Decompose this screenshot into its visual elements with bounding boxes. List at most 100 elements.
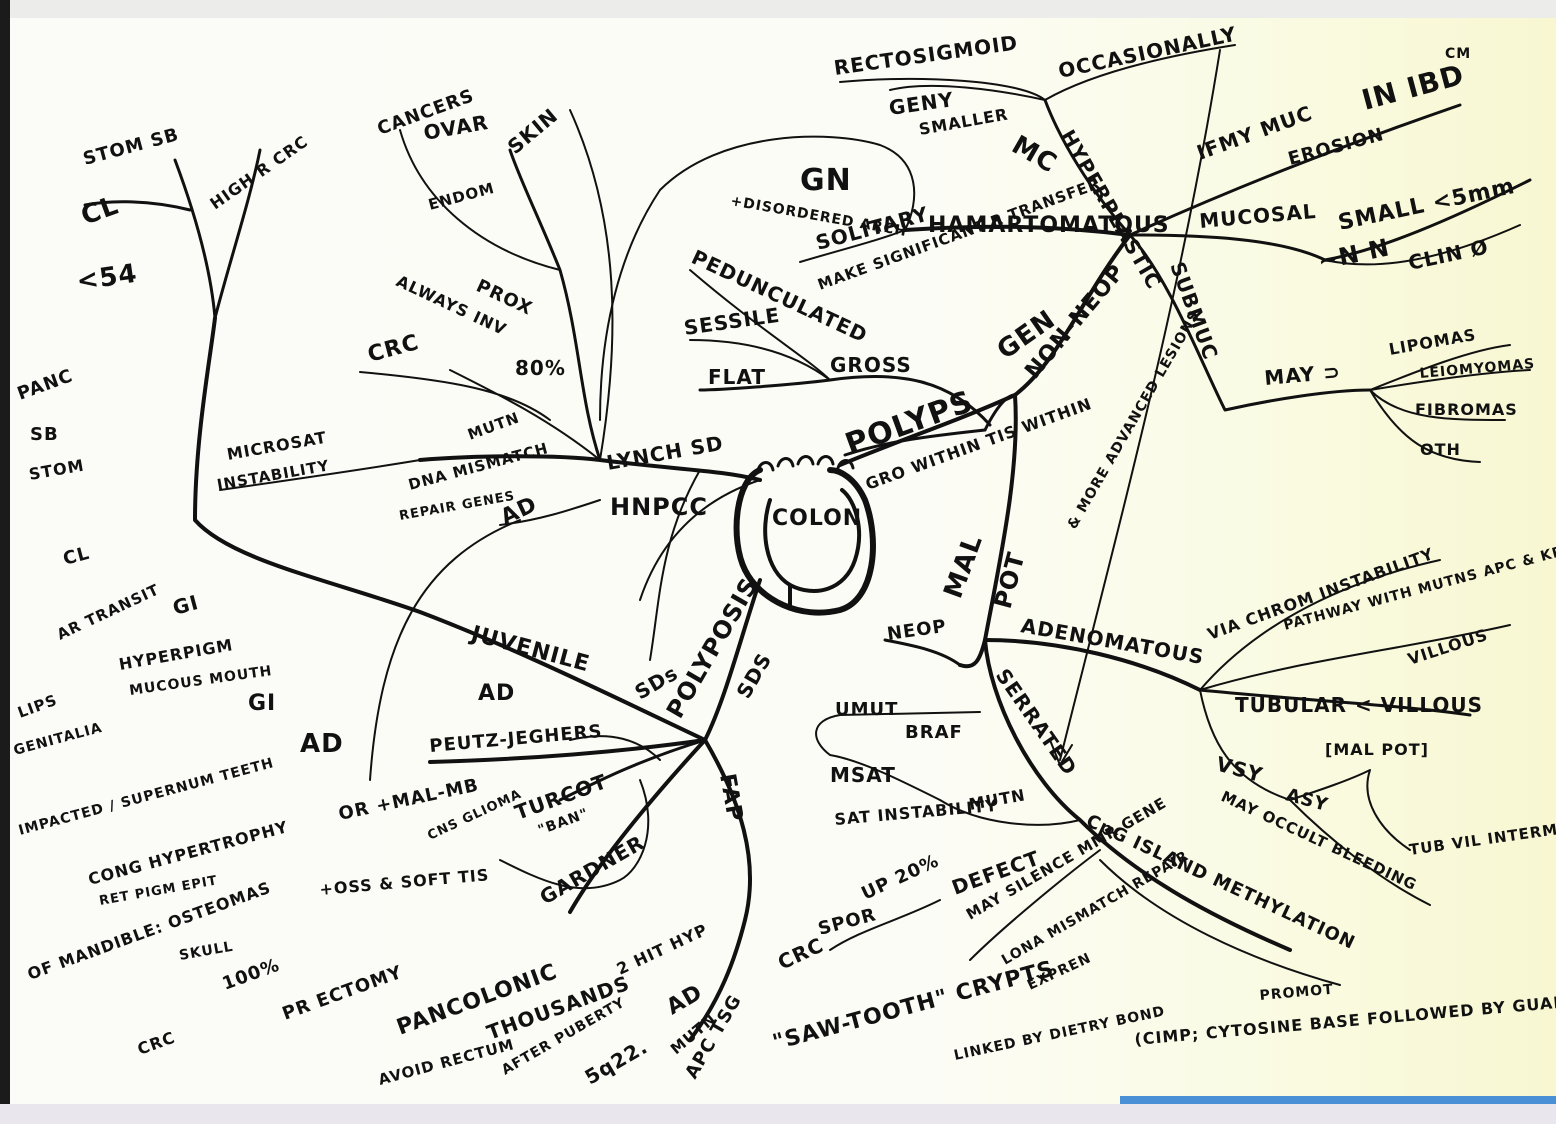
peutz-lips: LIPS [15, 691, 60, 722]
branch-lines [83, 44, 1532, 1042]
nn-label: ~N N [1315, 233, 1392, 275]
lynch-lt45: <54 [75, 259, 140, 297]
tub-vil-label: TUB VIL INTERM [1408, 820, 1556, 859]
tubular-label: TUBULAR < VILLOUS [1235, 693, 1483, 717]
occasionally-label: OCCASIONALLY [1056, 22, 1239, 83]
branch-juvenile-top [83, 148, 262, 320]
mc-label: MC [1007, 130, 1063, 179]
branch-neop [883, 638, 962, 667]
juvenile-cl: CL [61, 543, 92, 570]
up-20-label: UP 20% [858, 850, 942, 904]
peutz-ad: AD [300, 729, 344, 759]
juvenile-stom: STOM [27, 456, 85, 484]
juvenile-label: JUVENILE [467, 621, 593, 677]
lynch-crc: CRC [365, 330, 422, 368]
submuc-item-3: OTH [1420, 440, 1461, 459]
arrow-advanced [1059, 49, 1221, 761]
advanced-label: & MORE ADVANCED LESIONS [1065, 308, 1204, 532]
branch-lynch-skin [569, 109, 614, 461]
branch-tubular [1198, 688, 1472, 717]
lynch-endom: ENDOM [426, 179, 496, 214]
spor-label: SPOR [816, 904, 879, 940]
erosion-label: EROSION [1286, 124, 1387, 170]
arrow-spor [829, 899, 941, 951]
submuc-item-2: FIBROMAS [1415, 400, 1518, 419]
fap-label: FAP [714, 772, 747, 824]
branch-submuc-items [1369, 344, 1531, 463]
hnpcc-label: HNPCC [610, 493, 708, 521]
gross-type-flat: FLAT [708, 365, 766, 389]
braf-label: BRAF [905, 722, 963, 743]
cm-label: CM [1445, 46, 1471, 62]
vsy-label: VSY [1214, 752, 1266, 787]
paper-edge-top [0, 0, 1556, 18]
branch-ifmy [1128, 103, 1462, 237]
paper-edge-bottom [0, 1104, 1556, 1124]
paper-edge-blue [1120, 1096, 1556, 1104]
turcot-skull: SKULL [178, 939, 235, 964]
cimp-label: (CIMP; CYTOSINE BASE FOLLOWED BY GUANINE [1134, 989, 1556, 1049]
lynch-80: 80% [515, 356, 566, 380]
juvenile-gi: GI [170, 590, 201, 620]
turcot-impacted: IMPACTED / SUPERNUM TEETH [17, 755, 276, 839]
lynch-skin: SKIN [503, 103, 563, 159]
submuc-item-1: LEIOMYOMAS [1419, 356, 1536, 382]
branch-microsat [219, 459, 421, 491]
clin-label: CLIN Ø [1406, 234, 1491, 274]
mucosal-label: MUCOSAL [1198, 199, 1317, 233]
lynch-cl: CL [77, 191, 123, 232]
peutz-label: PEUTZ-JEGHERS [429, 721, 604, 757]
branch-defect [969, 849, 1101, 961]
hamartomatous-label: HAMARTOMATOUS [928, 213, 1170, 238]
promot-label: PROMOT [1259, 982, 1334, 1004]
branch-cancers [399, 129, 561, 271]
branch-hamartomatous [903, 224, 1132, 237]
colon-inner [763, 488, 861, 593]
paper-edge-left [0, 0, 10, 1124]
juvenile-sb: SB [30, 424, 59, 445]
juvenile-panc: PANC [15, 365, 76, 404]
turcot-oss-soft: +OSS & SOFT TIS [319, 865, 490, 899]
juvenile-ad: AD [478, 681, 515, 706]
fap-two-hit: 2 HIT HYP [614, 920, 711, 979]
branch-malpot [1289, 769, 1411, 851]
submuc-may: MAY ⊃ [1263, 359, 1341, 390]
lynch-mutn: MUTN [465, 408, 522, 443]
branch-peutz [428, 738, 707, 764]
serrated-label: SERRATED [991, 664, 1082, 780]
branch-braf [815, 711, 981, 801]
branch-polyposis-misc [499, 735, 661, 890]
turcot-pr-ectomy: PR ECTOMY [280, 962, 406, 1025]
branch-juvenile-link [639, 479, 761, 601]
branch-sessile [689, 339, 831, 381]
fap-ad: AD [663, 980, 708, 1020]
rectosigmoid-label: RECTOSIGMOID [832, 30, 1019, 80]
gross-type-sessile: SESSILE [682, 303, 781, 340]
branch-turcot [558, 738, 707, 802]
juvenile-ar-transit: AR TRANSIT [54, 580, 162, 643]
branch-occasionally [1044, 44, 1236, 101]
adenomatous-label: ADENOMATOUS [1019, 613, 1206, 669]
colon-outer [733, 467, 876, 616]
branch-polyposis [703, 578, 762, 742]
branch-juvenile [193, 316, 707, 742]
submuc-item-0: LIPOMAS [1387, 325, 1477, 359]
branch-adenomatous [983, 638, 1202, 692]
branch-mal-pot [958, 393, 1018, 669]
mal-pot-label: [MAL POT] [1325, 740, 1429, 759]
turcot-crc: CRC [135, 1028, 178, 1059]
msat-label: MSAT [830, 763, 896, 787]
labels: COLON POLYPS GRO WITHIN TIS WITHIN GEN N… [12, 22, 1556, 1090]
branch-polyps-sub [843, 428, 987, 457]
mal-label: MAL [938, 531, 989, 603]
branch-mucosal-sub [1324, 224, 1521, 266]
peutz-hyperpigm: HYPERPIGM [117, 635, 234, 674]
branch-crc [359, 369, 601, 461]
branch-geny [889, 84, 1046, 101]
colon-haustra [756, 455, 855, 472]
lynch-dna-mismatch: DNA MISMATCH [406, 439, 550, 494]
gross-label: GROSS [830, 353, 912, 377]
polyposis-sds2: SDS [732, 649, 777, 703]
